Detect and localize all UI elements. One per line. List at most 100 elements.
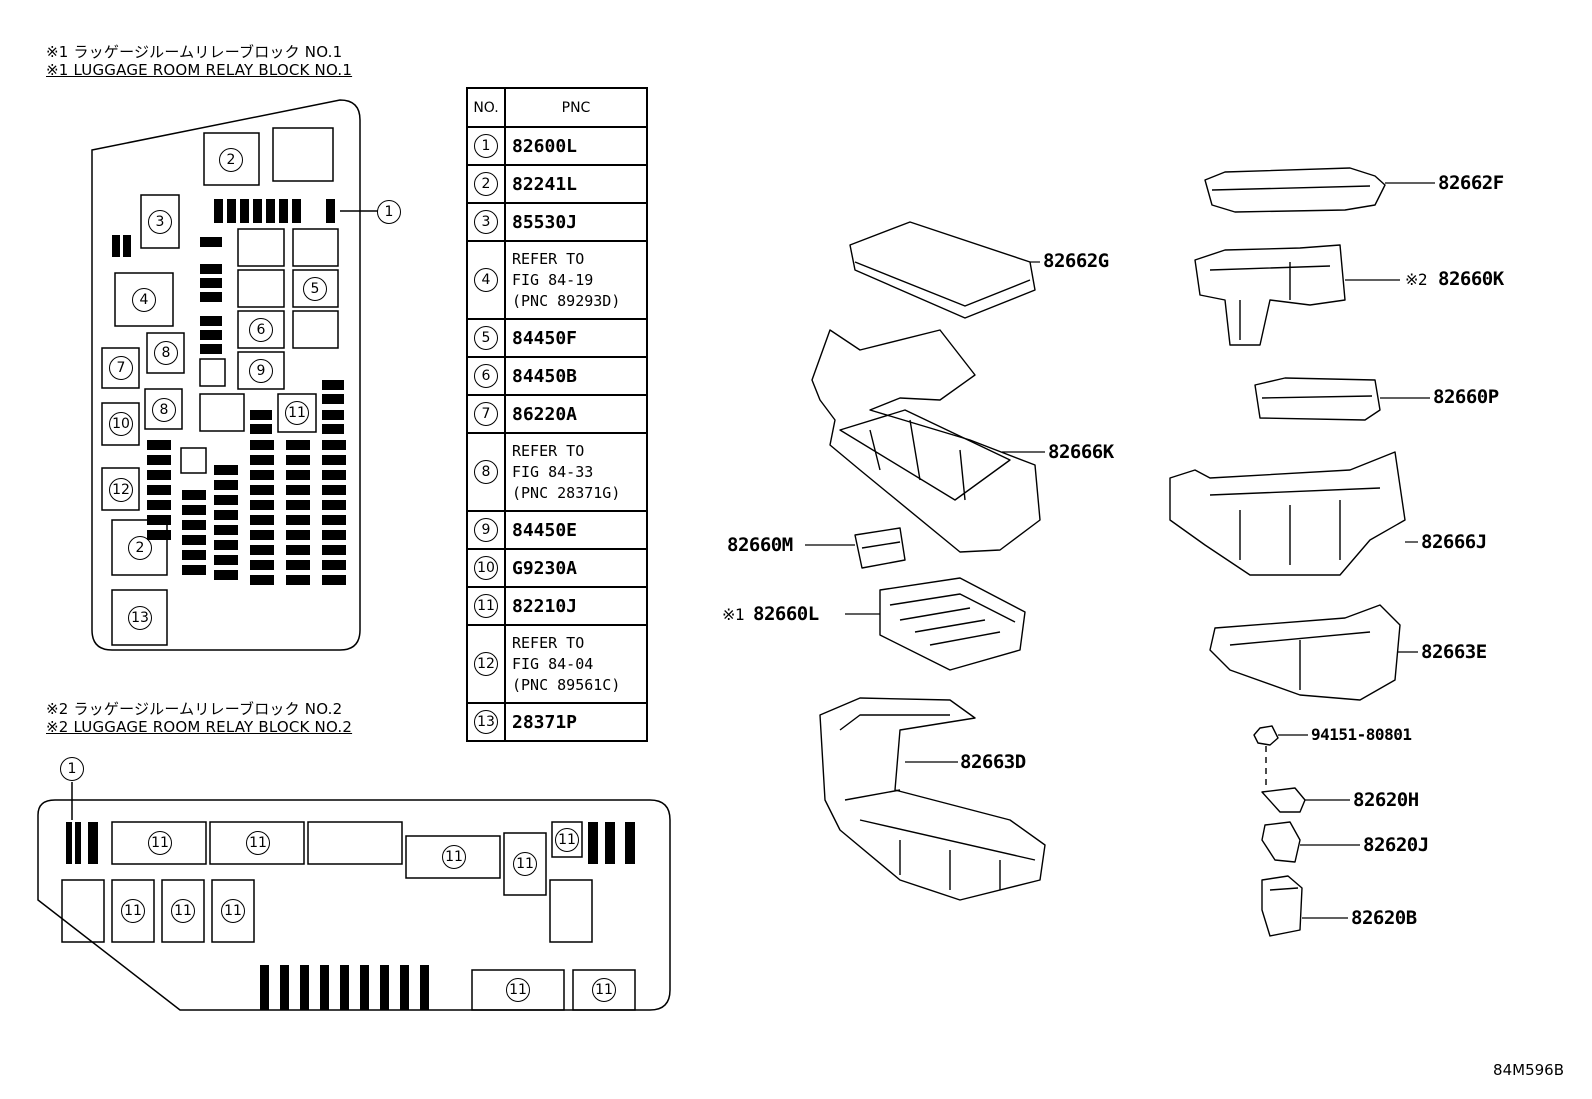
part-82620J [1261,821,1301,863]
fuse-bar [322,440,346,450]
row-number-cell: 1 [466,126,506,166]
label-82620B: 82620B [1351,907,1417,929]
marker-11-b2b: 11 [246,831,270,855]
marker-10: 10 [109,412,133,436]
fuse-bar [182,505,206,515]
row-number-marker: 6 [474,364,498,388]
part-82660K [1194,244,1346,346]
marker-11-b2g: 11 [171,899,195,923]
marker-11-b2i: 11 [506,978,530,1002]
block1-title-en: ※1 LUGGAGE ROOM RELAY BLOCK NO.1 [46,61,353,79]
block1-title: ※1 ラッゲージルームリレーブロック NO.1 ※1 LUGGAGE ROOM … [46,43,352,79]
fuse-bar [250,470,274,480]
row-number-cell: 10 [466,548,506,588]
fuse-bar [250,440,274,450]
marker-11-b2j: 11 [592,978,616,1002]
fuse-bar [322,515,346,525]
part-82620H [1261,787,1306,813]
row-pnc-cell: 85530J [504,202,648,242]
row-number-cell: 12 [466,624,506,704]
row-number-marker: 4 [474,268,498,292]
fuse-bar [182,520,206,530]
row-pnc-cell: 84450B [504,356,648,396]
marker-2b: 2 [128,536,152,560]
label-82620J: 82620J [1363,834,1429,856]
label-82660M: 82660M [727,534,793,556]
fuse-bar [147,440,171,450]
part-82666J [1169,451,1406,576]
fuse-bar [147,515,171,525]
fuse-bar [250,575,274,585]
row-number-cell: 13 [466,702,506,742]
part-82666K [811,329,1041,553]
fuse-bar [214,480,238,490]
row-pnc-cell: 84450E [504,510,648,550]
fuse-bar [286,470,310,480]
fuse-bar [182,550,206,560]
fuse-bar [182,565,206,575]
fuse-bar [286,500,310,510]
fuse-bar [250,545,274,555]
diagram-code: 84M596B [1493,1061,1564,1079]
marker-6: 6 [249,318,273,342]
row-number-cell: 11 [466,586,506,626]
row-number-cell: 5 [466,318,506,358]
row-pnc-cell: 28371P [504,702,648,742]
row-pnc-cell: G9230A [504,548,648,588]
row-pnc-cell: REFER TO FIG 84-04 (PNC 89561C) [504,624,648,704]
label-82666K: 82666K [1048,441,1114,463]
fuse-bar [286,575,310,585]
row-pnc-cell: 82210J [504,586,648,626]
part-82662F [1204,167,1386,213]
row-number-marker: 1 [474,134,498,158]
part-82660L [879,577,1026,671]
row-pnc-cell: 84450F [504,318,648,358]
block1-title-ja: ※1 ラッゲージルームリレーブロック NO.1 [46,43,343,61]
relay-block-1-outline [91,99,361,651]
label-82660K-mark: ※2 [1405,270,1428,289]
marker-8b: 8 [152,398,176,422]
block2-title: ※2 ラッゲージルームリレーブロック NO.2 ※2 LUGGAGE ROOM … [46,700,352,736]
row-number-marker: 2 [474,172,498,196]
part-82620B [1261,875,1303,937]
fuse-bar [322,545,346,555]
fuse-bar [214,525,238,535]
marker-11-b2f: 11 [121,899,145,923]
relay-block-2-outline [37,799,671,1011]
part-82660M [854,527,906,569]
fuse-bar [286,455,310,465]
fuse-bar [322,470,346,480]
row-number-marker: 13 [474,710,498,734]
marker-11-b2a: 11 [148,831,172,855]
row-number-marker: 12 [474,652,498,676]
row-number-marker: 8 [474,460,498,484]
marker-11-b2c: 11 [442,845,466,869]
fuse-bar [147,500,171,510]
marker-4: 4 [132,288,156,312]
part-82660P [1254,377,1381,421]
row-pnc-cell: 86220A [504,394,648,434]
block2-title-en: ※2 LUGGAGE ROOM RELAY BLOCK NO.2 [46,718,353,736]
row-pnc-cell: REFER TO FIG 84-33 (PNC 28371G) [504,432,648,512]
fuse-bar [286,485,310,495]
marker-13: 13 [128,606,152,630]
fuse-bar [322,500,346,510]
row-pnc-cell: REFER TO FIG 84-19 (PNC 89293D) [504,240,648,320]
row-number-cell: 8 [466,432,506,512]
fuse-bar [286,515,310,525]
fuse-bar [250,485,274,495]
fuse-bar [322,455,346,465]
fuse-bar [214,540,238,550]
fuse-bar [147,455,171,465]
fuse-bar [147,470,171,480]
label-82663D: 82663D [960,751,1026,773]
marker-8: 8 [154,341,178,365]
part-82662G [849,221,1036,319]
row-number-cell: 6 [466,356,506,396]
marker-7: 7 [109,356,133,380]
